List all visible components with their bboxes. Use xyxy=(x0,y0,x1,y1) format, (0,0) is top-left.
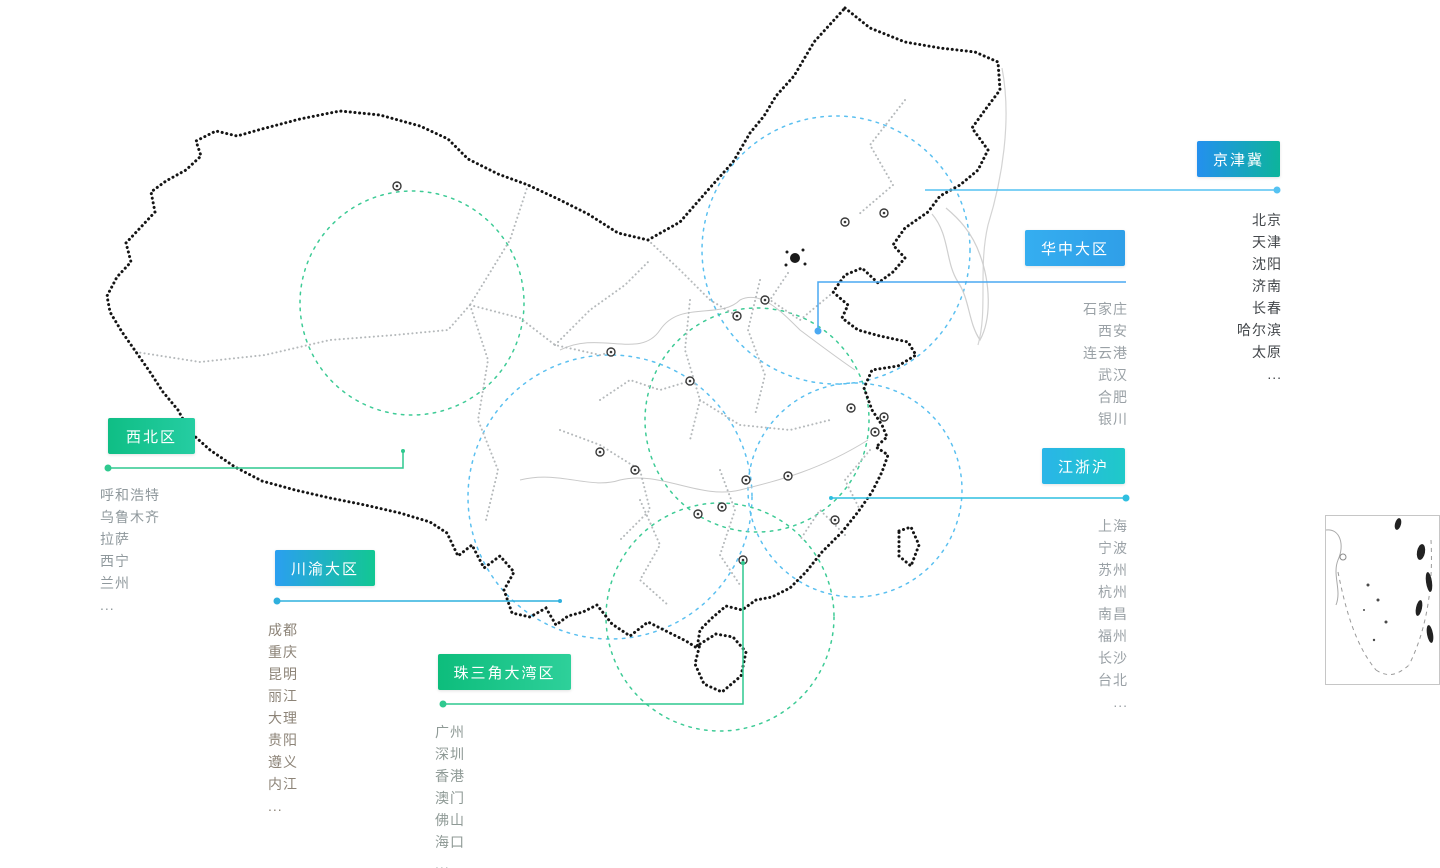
hainan-island xyxy=(693,632,748,694)
city-item: 成都 xyxy=(268,622,298,638)
city-item: ... xyxy=(268,798,283,814)
city-item: 武汉 xyxy=(1098,367,1128,383)
city-item: 合肥 xyxy=(1098,389,1128,405)
city-item: 昆明 xyxy=(268,666,298,682)
city-markers xyxy=(392,181,889,565)
city-item: ... xyxy=(1113,694,1128,710)
city-item: 香港 xyxy=(435,768,465,784)
city-item: 太原 xyxy=(1252,344,1282,360)
city-list-chuanyu: 成都 重庆 昆明 丽江 大理 贵阳 遵义 内江 ... xyxy=(268,619,298,817)
city-marker xyxy=(693,509,703,519)
city-marker xyxy=(879,412,889,422)
city-marker xyxy=(840,217,850,227)
circle-jiangzhehu xyxy=(747,382,963,598)
connector-xibei xyxy=(104,449,405,472)
city-item: 重庆 xyxy=(268,644,298,660)
city-item: 佛山 xyxy=(435,812,465,828)
city-list-jingjinji: 北京 天津 沈阳 济南 长春 哈尔滨 太原 ... xyxy=(1237,209,1282,385)
city-item: 苏州 xyxy=(1098,562,1128,578)
city-list-xibei: 呼和浩特 乌鲁木齐 拉萨 西宁 兰州 ... xyxy=(100,484,160,616)
city-marker xyxy=(630,465,640,475)
city-item: 西宁 xyxy=(100,553,130,569)
korea-outline xyxy=(931,207,989,342)
city-marker xyxy=(760,295,770,305)
connector-jiangzhehu xyxy=(829,494,1130,502)
city-item: ... xyxy=(435,856,450,868)
city-item: 宁波 xyxy=(1098,540,1128,556)
city-item: 台北 xyxy=(1098,672,1128,688)
region-badge-huazhong[interactable]: 华中大区 xyxy=(1025,230,1125,266)
region-badge-chuanyu[interactable]: 川渝大区 xyxy=(275,550,375,586)
city-item: 遵义 xyxy=(268,754,298,770)
city-item: 深圳 xyxy=(435,746,465,762)
city-marker xyxy=(685,376,695,386)
city-item: 呼和浩特 xyxy=(100,487,160,503)
south-china-sea-inset xyxy=(1325,515,1440,685)
city-item: 石家庄 xyxy=(1083,301,1128,317)
city-list-huazhong: 石家庄 西安 连云港 武汉 合肥 银川 xyxy=(1083,298,1128,430)
city-marker xyxy=(830,515,840,525)
capital-marker xyxy=(784,248,807,267)
city-item: 上海 xyxy=(1098,518,1128,534)
region-badge-jiangzhehu[interactable]: 江浙沪 xyxy=(1042,448,1125,484)
china-outline xyxy=(105,5,1002,694)
city-item: 内江 xyxy=(268,776,298,792)
rivers xyxy=(519,296,869,493)
city-item: 北京 xyxy=(1252,212,1282,228)
city-item: 西安 xyxy=(1098,323,1128,339)
city-item: 济南 xyxy=(1252,278,1282,294)
circle-zhusanjiao xyxy=(605,502,835,732)
city-item: 哈尔滨 xyxy=(1237,322,1282,338)
city-item: 南昌 xyxy=(1098,606,1128,622)
city-item: 大理 xyxy=(268,710,298,726)
city-item: 沈阳 xyxy=(1252,256,1282,272)
connector-zhusanjiao xyxy=(439,561,745,708)
city-marker xyxy=(879,208,889,218)
city-item: 海口 xyxy=(435,834,465,850)
city-item: 贵阳 xyxy=(268,732,298,748)
region-coverage-circles xyxy=(299,115,971,732)
city-item: 杭州 xyxy=(1098,584,1128,600)
city-item: 兰州 xyxy=(100,575,130,591)
city-marker xyxy=(870,427,880,437)
city-item: 天津 xyxy=(1252,234,1282,250)
city-item: 连云港 xyxy=(1083,345,1128,361)
city-item: 乌鲁木齐 xyxy=(100,509,160,525)
city-item: ... xyxy=(100,597,115,613)
city-item: 拉萨 xyxy=(100,531,130,547)
city-list-zhusanjiao: 广州 深圳 香港 澳门 佛山 海口 ... xyxy=(435,721,465,868)
city-item: 丽江 xyxy=(268,688,298,704)
city-item: 广州 xyxy=(435,724,465,740)
city-marker xyxy=(392,181,402,191)
circle-central xyxy=(644,307,870,533)
circle-jingjinji xyxy=(701,115,971,385)
neighbour-coastlines xyxy=(931,67,1007,346)
city-marker xyxy=(783,471,793,481)
city-marker xyxy=(606,347,616,357)
province-borders xyxy=(135,99,906,606)
region-connectors xyxy=(104,186,1281,708)
city-marker xyxy=(732,311,742,321)
city-marker xyxy=(595,447,605,457)
city-item: 福州 xyxy=(1098,628,1128,644)
city-item: 银川 xyxy=(1098,411,1128,427)
city-item: 长沙 xyxy=(1098,650,1128,666)
connector-chuanyu xyxy=(273,597,562,605)
city-marker xyxy=(717,502,727,512)
region-badge-xibei[interactable]: 西北区 xyxy=(108,418,195,454)
city-item: 长春 xyxy=(1252,300,1282,316)
city-marker xyxy=(741,475,751,485)
region-badge-jingjinji[interactable]: 京津冀 xyxy=(1197,141,1280,177)
connector-huazhong xyxy=(814,281,1126,335)
city-item: ... xyxy=(1267,366,1282,382)
connector-jingjinji xyxy=(925,186,1281,194)
circle-northwest xyxy=(299,190,525,416)
city-item: 澳门 xyxy=(435,790,465,806)
city-marker xyxy=(846,403,856,413)
city-list-jiangzhehu: 上海 宁波 苏州 杭州 南昌 福州 长沙 台北 ... xyxy=(1098,515,1128,713)
taiwan-island xyxy=(897,525,921,569)
circle-chuanyu xyxy=(467,354,753,640)
region-badge-zhusanjiao[interactable]: 珠三角大湾区 xyxy=(438,654,571,690)
